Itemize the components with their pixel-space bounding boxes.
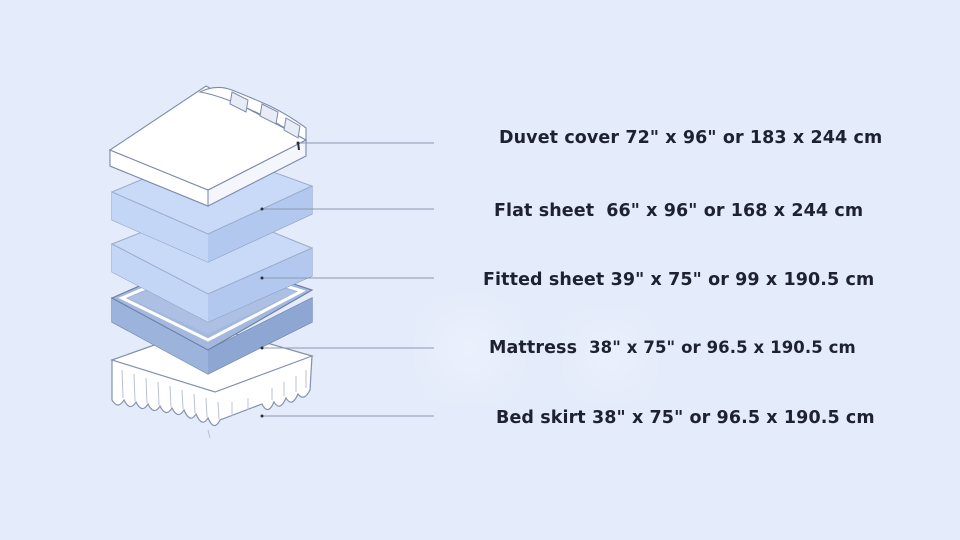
leader-dot (296, 141, 300, 145)
layer-name: Fitted sheet (483, 270, 605, 290)
leader-lines (262, 142, 434, 417)
layer-size: 39" x 75" or 99 x 190.5 cm (610, 270, 875, 290)
background-blob (576, 321, 644, 389)
leader-dot (260, 276, 264, 280)
layer-name: Duvet cover (499, 128, 620, 148)
background-blob (430, 310, 510, 390)
duvet-cover-illustration (108, 85, 308, 207)
label-mattress: Mattress 38" x 75" or 96.5 x 190.5 cm (489, 338, 856, 358)
layer-name: Mattress (489, 338, 578, 358)
label-flat-sheet: Flat sheet 66" x 96" or 168 x 244 cm (494, 201, 863, 221)
layer-size: 38" x 75" or 96.5 x 190.5 cm (589, 338, 856, 357)
layer-name: Bed skirt (496, 408, 586, 428)
layer-name: Flat sheet (494, 201, 595, 221)
layer-size: 66" x 96" or 168 x 244 cm (606, 201, 864, 221)
leader-dot (260, 414, 264, 418)
layer-size: 72" x 96" or 183 x 244 cm (625, 128, 883, 148)
label-fitted-sheet: Fitted sheet 39" x 75" or 99 x 190.5 cm (483, 270, 874, 290)
leader-dot (260, 207, 264, 211)
label-bed-skirt: Bed skirt 38" x 75" or 96.5 x 190.5 cm (496, 408, 875, 428)
leader-dot (260, 346, 264, 350)
label-duvet-cover: Duvet cover 72" x 96" or 183 x 244 cm (499, 128, 882, 148)
layer-size: 38" x 75" or 96.5 x 190.5 cm (591, 408, 875, 428)
